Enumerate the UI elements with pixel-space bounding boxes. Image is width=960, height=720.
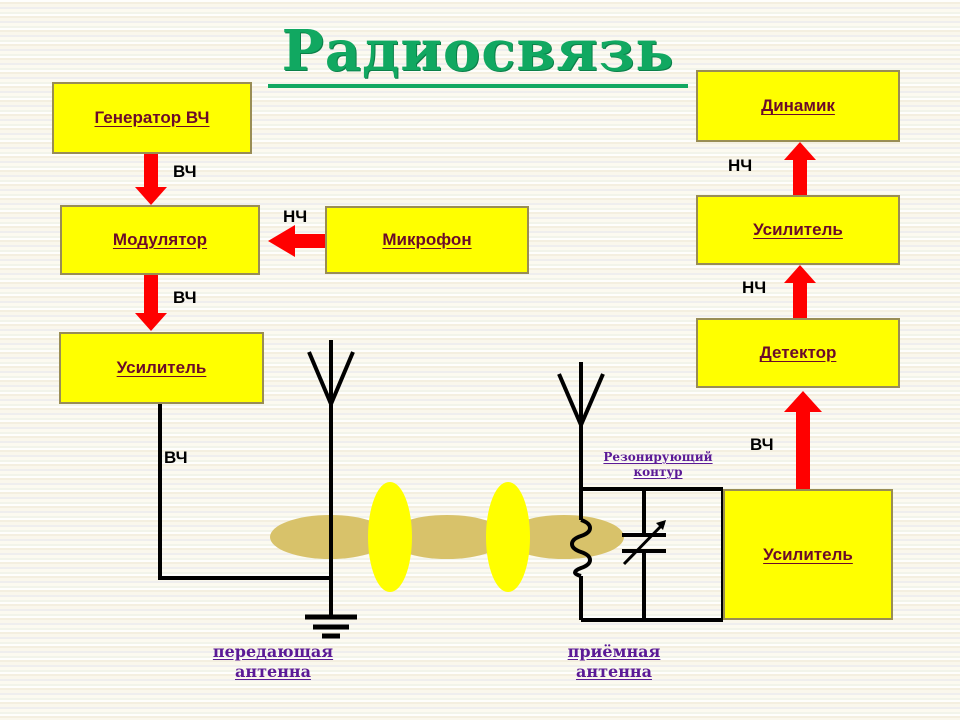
arrow-modulator-to-amplifier: [135, 275, 167, 331]
wave-horizontal-lobe: [387, 515, 507, 559]
block-modulator[interactable]: Модулятор: [60, 205, 260, 275]
resonant-circuit: [570, 487, 725, 622]
arrow-detector-to-amplifier: [784, 265, 816, 320]
block-detector-label: Детектор: [759, 343, 837, 362]
block-modulator-label: Модулятор: [112, 230, 208, 249]
signal-label-amp-to-speaker: НЧ: [728, 156, 753, 175]
receiving-antenna-label-line1: приёмная: [567, 642, 661, 661]
block-microphone-label: Микрофон: [382, 230, 472, 249]
arrow-amplifier-to-speaker: [784, 142, 816, 197]
inductor-coil-icon: [570, 518, 592, 578]
page-title: Радиосвязь: [268, 18, 688, 88]
block-generator[interactable]: Генератор ВЧ: [52, 82, 252, 154]
wave-horizontal-lobe: [270, 515, 390, 559]
block-receiver-hf-amplifier[interactable]: Усилитель: [723, 489, 893, 620]
block-speaker-label: Динамик: [761, 96, 835, 115]
resonant-circuit-label-line1: Резонирующий: [603, 450, 713, 464]
wave-vertical-lobe: [368, 482, 412, 592]
wave-horizontal-lobe: [504, 515, 624, 559]
block-speaker[interactable]: Динамик: [696, 70, 900, 142]
antenna-arm-left: [557, 373, 583, 426]
amplifier-to-antenna-wire: [158, 404, 331, 580]
signal-label-mod-to-amp: ВЧ: [173, 288, 197, 307]
arrow-generator-to-modulator: [135, 152, 167, 205]
transmitting-antenna-label-line2: антенна: [235, 662, 311, 681]
transmitting-antenna-label: передающая антенна: [191, 642, 355, 682]
block-transmitter-amplifier-label: Усилитель: [116, 358, 207, 377]
signal-label-mic-to-mod: НЧ: [283, 207, 308, 226]
resonant-circuit-label: Резонирующий контур: [588, 450, 728, 480]
variable-capacitor-arrowhead: [656, 520, 666, 530]
transmitting-antenna-label-line1: передающая: [212, 642, 334, 661]
transmitting-antenna: [305, 340, 357, 639]
arrow-hfamplifier-to-detector: [784, 391, 822, 489]
arrow-microphone-to-modulator: [268, 225, 325, 257]
signal-label-detector-to-amp: НЧ: [742, 278, 767, 297]
block-detector[interactable]: Детектор: [696, 318, 900, 388]
radio-wave-group: [270, 482, 624, 592]
block-receiver-lf-amplifier[interactable]: Усилитель: [696, 195, 900, 265]
block-microphone[interactable]: Микрофон: [325, 206, 529, 274]
block-receiver-hf-amplifier-label: Усилитель: [763, 544, 853, 564]
receiving-antenna-label: приёмная антенна: [544, 642, 684, 682]
receiving-antenna: [557, 362, 605, 520]
wave-vertical-lobe: [486, 482, 530, 592]
receiving-antenna-label-line2: антенна: [576, 662, 652, 681]
signal-label-amp-to-antenna: ВЧ: [164, 448, 188, 467]
signal-label-circuit-to-amp: ВЧ: [750, 435, 774, 454]
antenna-arm-left: [307, 351, 333, 405]
signal-label-gen-to-mod: ВЧ: [173, 162, 197, 181]
block-generator-label: Генератор ВЧ: [94, 108, 210, 127]
transmitter-wiring: [158, 404, 331, 580]
antenna-arm-right: [329, 351, 355, 405]
antenna-arm-right: [579, 373, 605, 426]
block-transmitter-amplifier[interactable]: Усилитель: [59, 332, 264, 404]
resonant-circuit-label-line2: контур: [633, 465, 683, 479]
variable-capacitor-arrow: [622, 521, 666, 566]
block-receiver-lf-amplifier-label: Усилитель: [753, 220, 843, 239]
